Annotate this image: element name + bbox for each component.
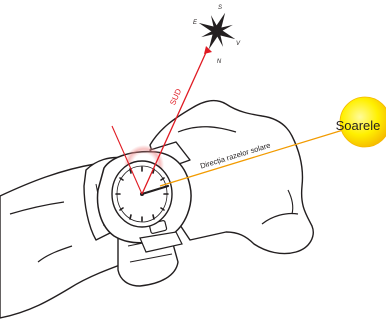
south-line-label: SUD xyxy=(168,87,183,106)
compass-west-label: V xyxy=(236,41,241,47)
sun-label: Soarele xyxy=(336,118,381,133)
south-arrowhead xyxy=(204,46,212,54)
compass-rose xyxy=(191,5,244,58)
compass-east-label: E xyxy=(193,20,198,26)
compass-north-label: N xyxy=(217,59,222,65)
compass-south-label: S xyxy=(218,5,222,11)
